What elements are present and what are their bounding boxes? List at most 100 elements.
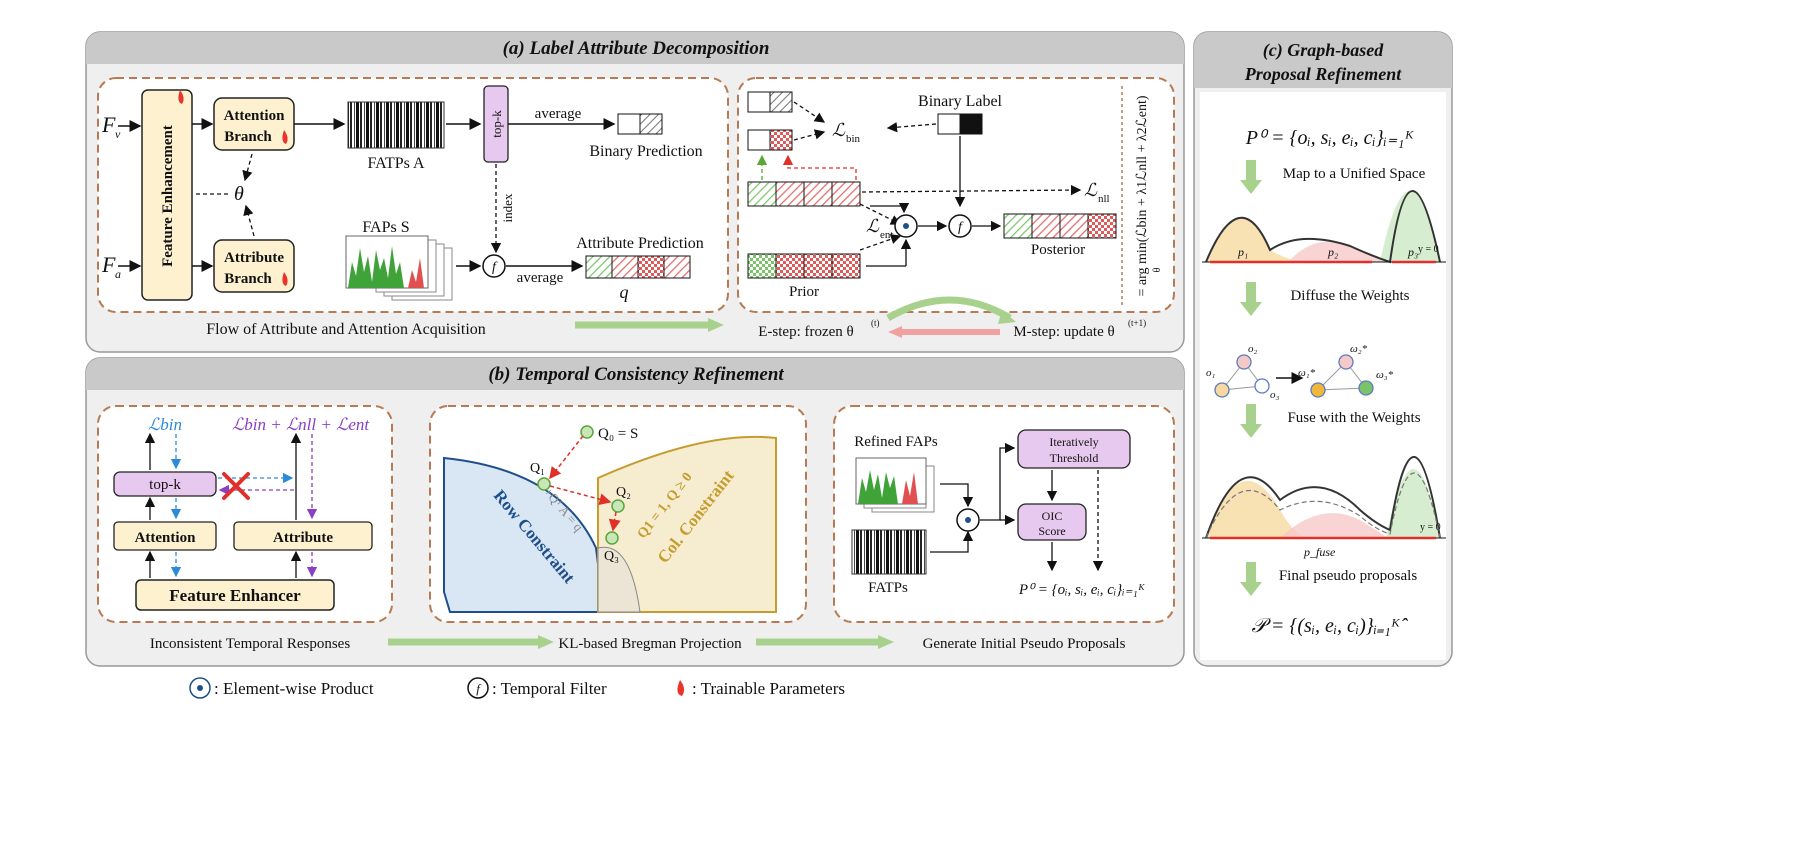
oic-score-box bbox=[1017, 503, 1087, 541]
panel-a-title: (a) Label Attribute Decomposition bbox=[503, 38, 770, 59]
panel-c-title-2: Proposal Refinement bbox=[1244, 64, 1402, 84]
loss-ent-sub: ent bbox=[880, 229, 893, 241]
input-fa-sub: a bbox=[115, 267, 121, 281]
y0-label-1: y = 0 bbox=[1418, 244, 1439, 255]
mstep-label: M-step: update θ bbox=[1013, 324, 1114, 340]
o1-label: o₁ bbox=[1206, 367, 1216, 379]
trainable-legend-icon bbox=[677, 680, 685, 696]
oic-2: Score bbox=[1038, 524, 1065, 538]
fatps-barcode-b bbox=[851, 529, 927, 575]
attention-label-b: Attention bbox=[135, 530, 196, 546]
faps-stack bbox=[345, 235, 453, 301]
panel-c-title-1: (c) Graph-based bbox=[1263, 40, 1384, 61]
legend-product: : Element-wise Product bbox=[214, 679, 374, 698]
row-constraint-region bbox=[443, 456, 606, 613]
q2-label: Q₂ bbox=[616, 485, 631, 500]
argmin-formula: = arg min(ℒbin + λ1ℒnll + λ2ℒent) bbox=[1135, 95, 1150, 296]
temporal-filter-icon bbox=[482, 254, 506, 278]
q0-label: Q₀ = S bbox=[598, 426, 638, 442]
iter-threshold-2: Threshold bbox=[1050, 451, 1099, 465]
w2-label: ω₂* bbox=[1350, 343, 1368, 355]
step-diffuse: Diffuse the Weights bbox=[1290, 288, 1409, 304]
legend-trainable: : Trainable Parameters bbox=[692, 679, 845, 698]
panel-b bbox=[85, 357, 1185, 667]
final-formula: 𝒫 = {(sᵢ, eᵢ, cᵢ)}ᵢ₌₁ᴷ̂ bbox=[1251, 615, 1408, 637]
panel-b-title: (b) Temporal Consistency Refinement bbox=[488, 364, 784, 385]
topk-label: top-k bbox=[489, 110, 504, 138]
o2-label: o₂ bbox=[1248, 343, 1258, 355]
loss-left: ℒbin bbox=[148, 415, 182, 434]
prior-label: Prior bbox=[789, 284, 819, 300]
attribute-branch-label-1: Attribute bbox=[224, 250, 284, 266]
average-top: average bbox=[535, 106, 582, 122]
attention-branch-label-1: Attention bbox=[224, 108, 285, 124]
faps-label: FAPs S bbox=[362, 219, 409, 236]
input-fv-sub: v bbox=[115, 127, 121, 141]
feature-enhancement-label: Feature Enhancement bbox=[160, 125, 176, 267]
filter-symbol-right: f bbox=[958, 220, 964, 235]
flame-icon bbox=[282, 272, 288, 286]
index-label: index bbox=[500, 193, 515, 222]
pfuse-label: p_fuse bbox=[1303, 545, 1336, 559]
p0-formula-b: P⁰ = {oᵢ, sᵢ, eᵢ, cᵢ}ᵢ₌₁ᴷ bbox=[1018, 582, 1146, 598]
estep-label: E-step: frozen θ bbox=[758, 324, 853, 340]
caption-generate: Generate Initial Pseudo Proposals bbox=[923, 636, 1126, 652]
iter-threshold-1: Iteratively bbox=[1049, 435, 1098, 449]
topk-box-b bbox=[113, 471, 217, 497]
binary-label: Binary Label bbox=[918, 93, 1003, 110]
refined-faps-label: Refined FAPs bbox=[854, 434, 938, 450]
temporal-filter-icon bbox=[948, 214, 972, 238]
fatps-label-b: FATPs bbox=[868, 580, 908, 596]
loss-right: ℒbin + ℒnll + ℒent bbox=[232, 415, 370, 434]
p2-label: p₂ bbox=[1327, 245, 1338, 259]
posterior-label: Posterior bbox=[1031, 242, 1085, 258]
average-bottom: average bbox=[517, 270, 564, 286]
theta-symbol: θ bbox=[234, 183, 244, 205]
attribute-branch-label-2: Branch bbox=[224, 271, 272, 287]
p3-label: p₃ bbox=[1407, 245, 1418, 259]
input-fa: F bbox=[101, 252, 116, 277]
legend bbox=[189, 677, 685, 699]
refined-faps-stack bbox=[855, 457, 935, 513]
attribute-branch-box bbox=[213, 239, 295, 293]
step-fuse: Fuse with the Weights bbox=[1287, 410, 1420, 426]
attribute-prediction-label: Attribute Prediction bbox=[576, 235, 704, 252]
loss-nll: ℒ bbox=[1084, 180, 1098, 200]
block-icon bbox=[222, 472, 250, 500]
topk-label-b: top-k bbox=[149, 477, 181, 493]
q1-label: Q₁ bbox=[530, 461, 545, 476]
step-map: Map to a Unified Space bbox=[1283, 166, 1426, 182]
attribute-label-b: Attribute bbox=[273, 530, 333, 546]
step-final: Final pseudo proposals bbox=[1279, 568, 1417, 584]
input-fv: F bbox=[101, 112, 116, 137]
mstep-sup: (t+1) bbox=[1128, 318, 1146, 328]
feature-enhancement-box bbox=[141, 89, 193, 301]
w3-label: ω₃* bbox=[1376, 369, 1394, 381]
legend-filter: : Temporal Filter bbox=[492, 679, 607, 698]
o3-label: o₃ bbox=[1270, 389, 1280, 401]
attribute-box-b bbox=[233, 521, 373, 551]
loss-ent: ℒ bbox=[866, 216, 880, 236]
loss-bin: ℒ bbox=[832, 120, 846, 140]
argmin-sub: θ bbox=[1152, 267, 1163, 272]
filter-legend-icon bbox=[467, 677, 489, 699]
p0-formula-c: P⁰ = {oᵢ, sᵢ, eᵢ, cᵢ}ᵢ₌₁ᴷ bbox=[1245, 127, 1415, 149]
estep-sup: (t) bbox=[871, 318, 880, 328]
q-label: q bbox=[620, 282, 629, 302]
w1-label: ω₁* bbox=[1298, 367, 1316, 379]
fatps-barcode bbox=[347, 101, 445, 149]
filter-legend-symbol: f bbox=[476, 681, 482, 696]
feature-enhancer-box bbox=[135, 579, 335, 611]
filter-symbol: f bbox=[492, 260, 498, 275]
panel-c bbox=[1193, 31, 1453, 667]
attention-branch-label-2: Branch bbox=[224, 129, 272, 145]
loss-nll-sub: nll bbox=[1098, 193, 1110, 205]
col-constraint-region bbox=[597, 435, 777, 613]
flame-icon bbox=[282, 130, 288, 144]
p1-label: p₁ bbox=[1237, 245, 1248, 259]
oic-1: OIC bbox=[1042, 509, 1063, 523]
attention-box-b bbox=[113, 521, 217, 551]
iterative-threshold-box bbox=[1017, 429, 1131, 469]
feature-enhancer-label: Feature Enhancer bbox=[169, 586, 301, 605]
